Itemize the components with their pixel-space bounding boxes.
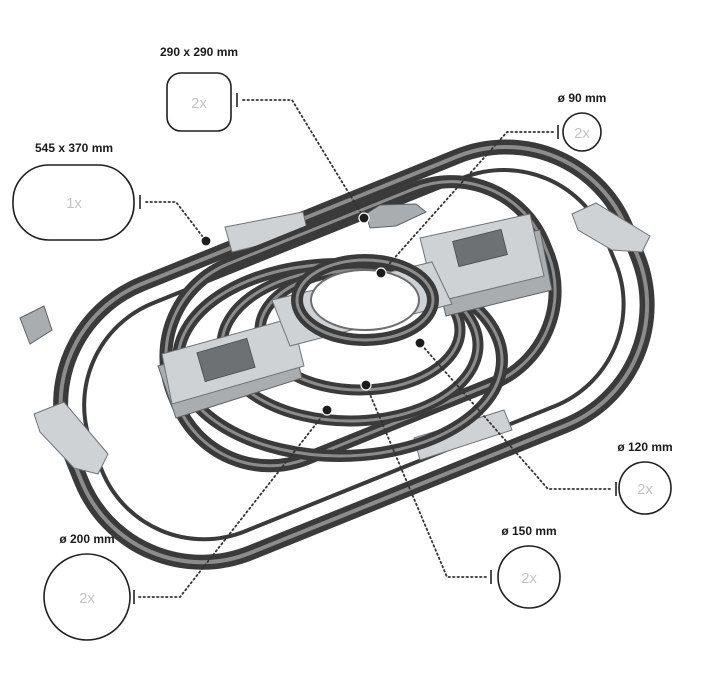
- size-label: ø 90 mm: [558, 91, 607, 105]
- anchor-150: [360, 379, 372, 391]
- anchor-290x290: [358, 212, 370, 224]
- leader-290x290: [242, 99, 365, 219]
- quantity-count: 2x: [637, 481, 653, 498]
- quantity-badge: [12, 164, 135, 241]
- callout-545x370: 545 x 370 mm 1x: [12, 141, 135, 241]
- quantity-count: 2x: [574, 125, 590, 142]
- quantity-count: 2x: [79, 590, 95, 607]
- size-label: ø 200 mm: [59, 532, 114, 546]
- leader-lines: [133, 93, 617, 604]
- size-label: 545 x 370 mm: [35, 141, 113, 155]
- quantity-badge: [562, 112, 602, 152]
- quantity-count: 2x: [191, 95, 207, 112]
- callout-200: ø 200 mm 2x: [43, 532, 131, 641]
- quantity-count: 2x: [521, 570, 537, 587]
- callout-120: ø 120 mm 2x: [617, 440, 673, 515]
- round-hoop-90: [271, 254, 453, 347]
- size-label: ø 150 mm: [501, 524, 556, 538]
- anchor-545x370: [200, 235, 212, 247]
- callout-90: ø 90 mm 2x: [558, 91, 607, 152]
- quantity-badge: [43, 553, 131, 641]
- round-hoop-arm-left: [157, 317, 305, 419]
- leader-545x370: [145, 201, 207, 242]
- callout-290x290: 290 x 290 mm 2x: [160, 45, 238, 132]
- leader-90: [380, 131, 554, 274]
- anchor-200: [321, 404, 333, 416]
- callout-150: ø 150 mm 2x: [497, 524, 561, 609]
- anchor-120: [414, 337, 426, 349]
- leader-150: [365, 384, 487, 578]
- size-label: ø 120 mm: [617, 440, 672, 454]
- quantity-count: 1x: [66, 195, 82, 212]
- quantity-badge: [497, 545, 561, 609]
- anchor-90: [375, 267, 387, 279]
- quantity-badge: [618, 461, 672, 515]
- round-hoop-arm-right: [419, 213, 553, 317]
- hoop-stack-illustration: [19, 139, 655, 570]
- quantity-badge: [166, 72, 232, 132]
- leader-200: [138, 409, 328, 598]
- size-label: 290 x 290 mm: [160, 45, 238, 59]
- hoop-290x290-clip: [365, 203, 427, 229]
